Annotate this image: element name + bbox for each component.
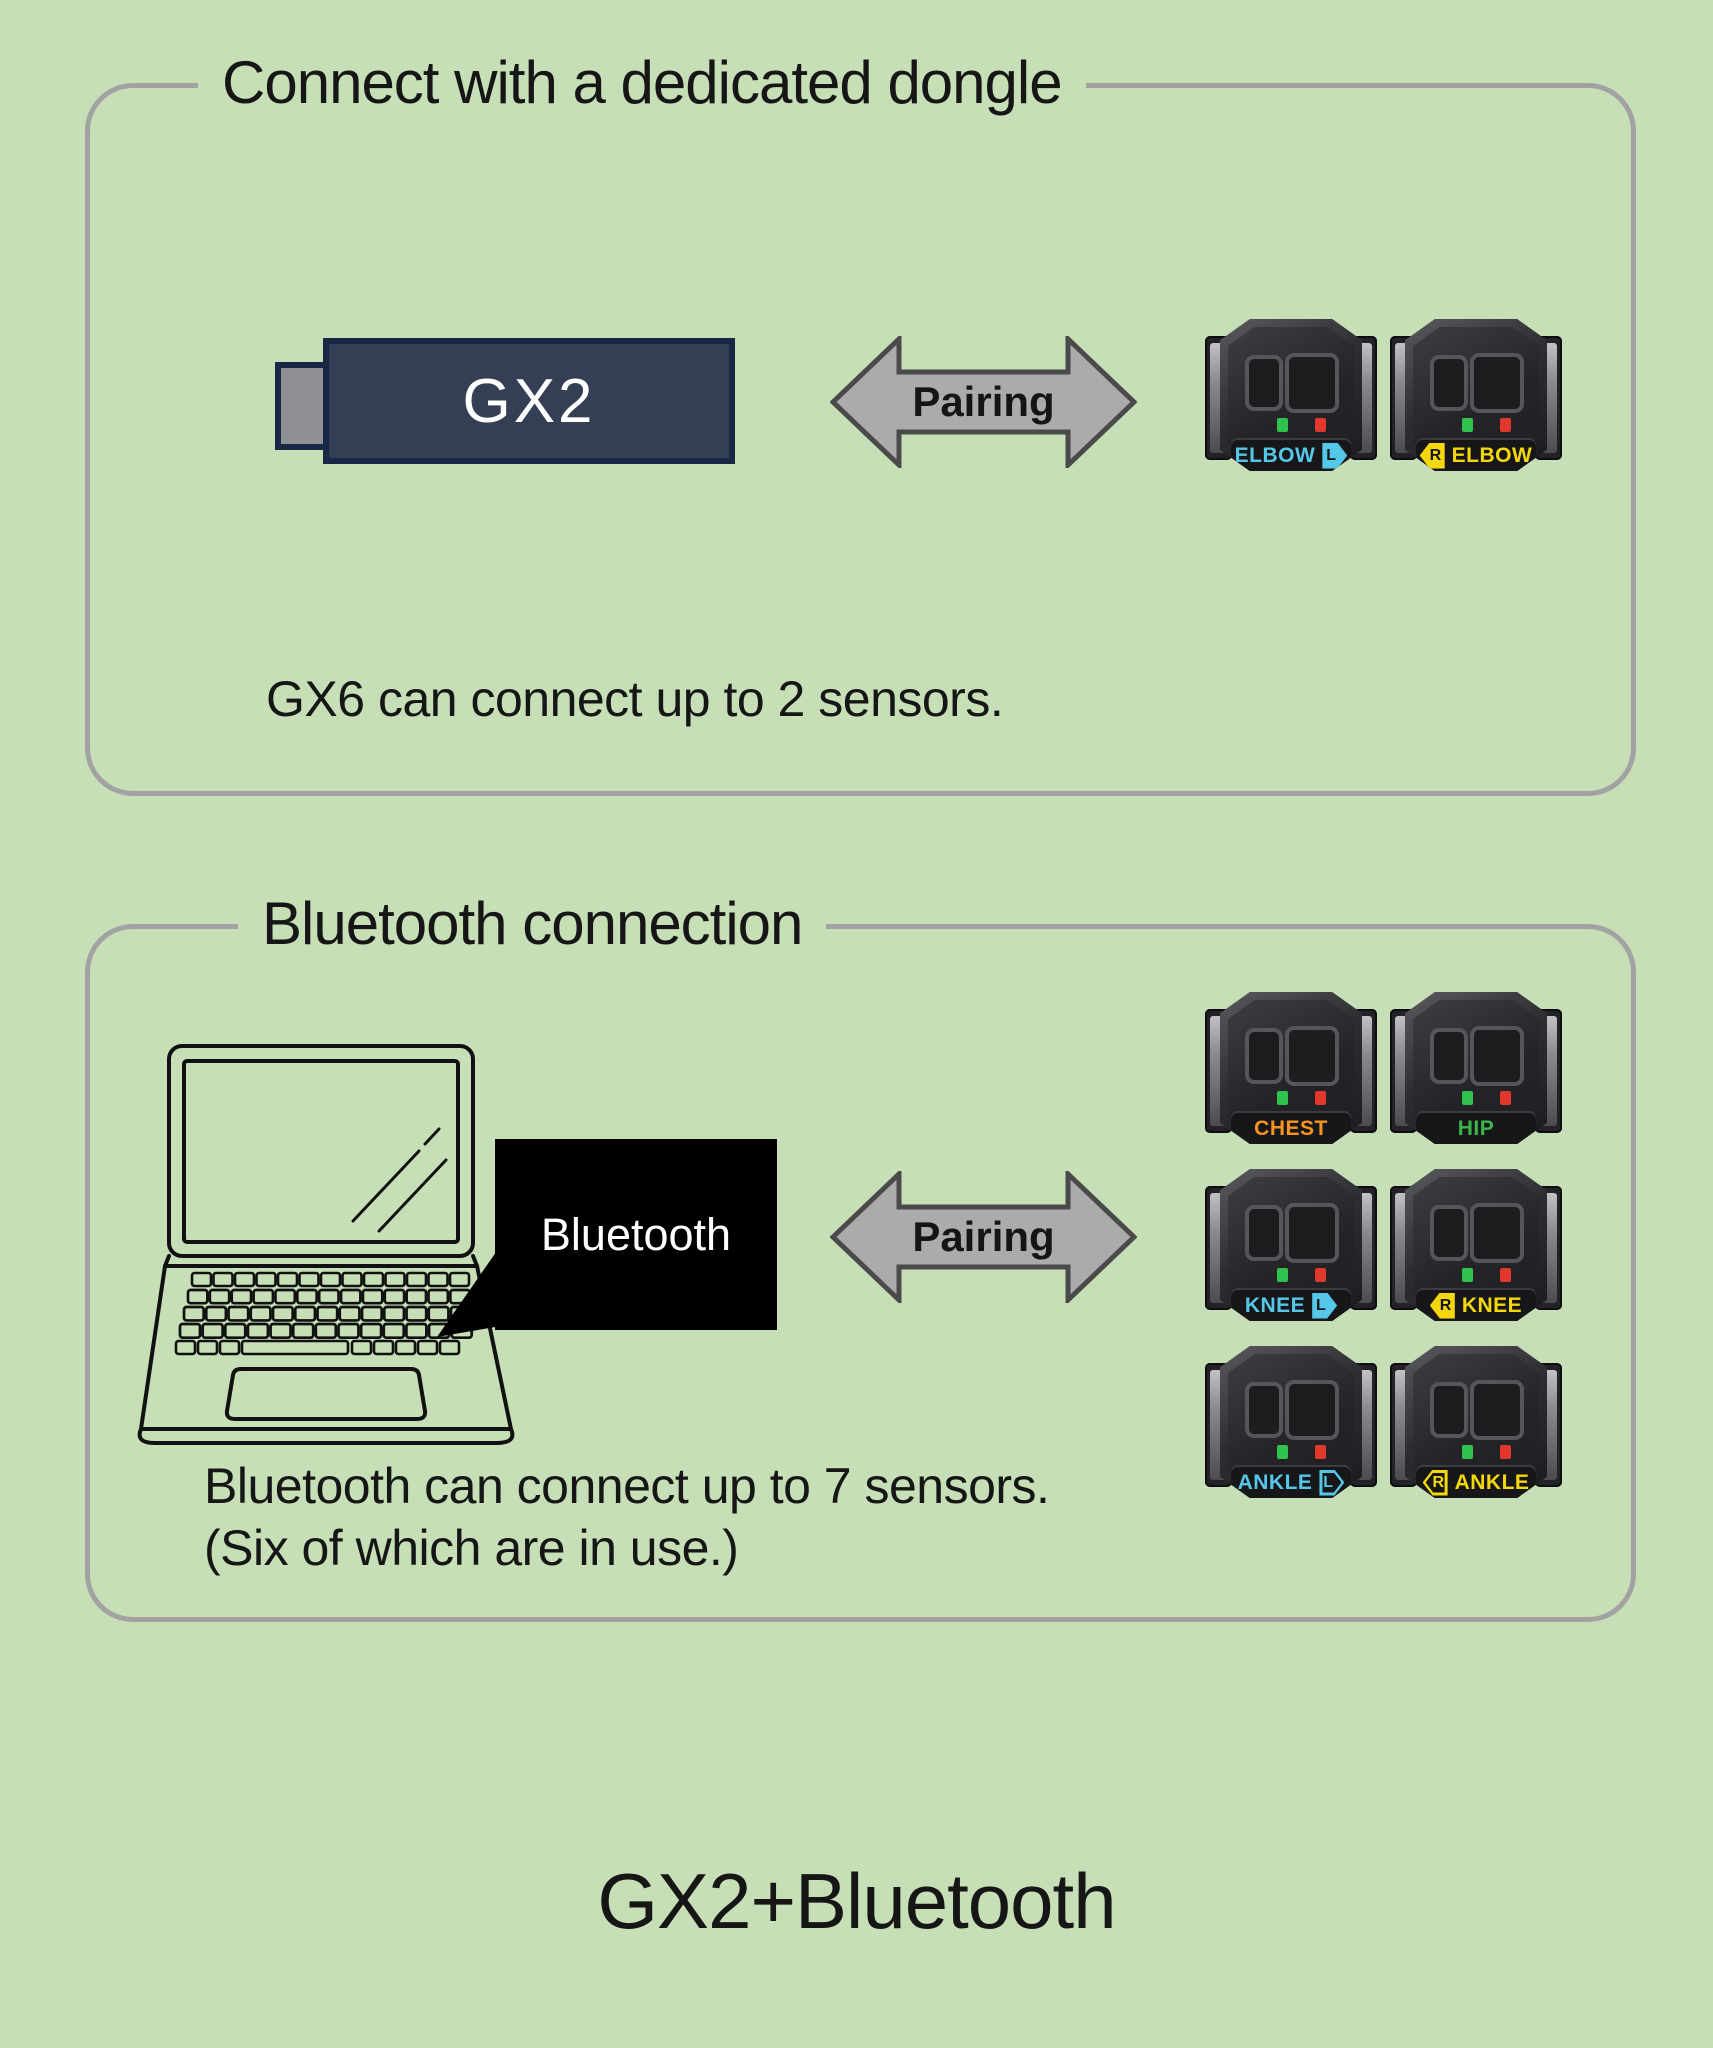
dongle-section-title: Connect with a dedicated dongle: [198, 48, 1086, 118]
sensor-elbow-left: ELBOW L: [1205, 318, 1377, 480]
right-arrow-badge: R: [1429, 1292, 1455, 1319]
sensor-label: ANKLE: [1454, 1471, 1530, 1494]
sensor-label-plate: R ANKLE: [1416, 1465, 1536, 1498]
bluetooth-speech-bubble: Bluetooth: [495, 1139, 777, 1330]
sensor-label-plate: HIP: [1416, 1111, 1536, 1144]
bluetooth-caption-line2: (Six of which are in use.): [204, 1520, 739, 1576]
sensor-window: [1430, 1028, 1468, 1084]
bluetooth-caption: Bluetooth can connect up to 7 sensors. (…: [204, 1455, 1050, 1579]
sensor-body: R ELBOW: [1405, 319, 1547, 471]
sensor-label: KNEE: [1244, 1294, 1306, 1317]
keyboard-keys: [174, 1273, 472, 1356]
pairing-label: Pairing: [912, 378, 1055, 425]
bluetooth-section-box: [85, 924, 1636, 1622]
sensor-window: [1430, 355, 1468, 411]
sensor-label: ELBOW: [1234, 444, 1316, 467]
left-arrow-badge: L: [1312, 1292, 1338, 1319]
sensor-window: [1285, 1380, 1339, 1440]
green-led: [1277, 1445, 1288, 1459]
sensor-label: CHEST: [1254, 1117, 1328, 1140]
sensor-window: [1285, 1026, 1339, 1086]
dongle-caption: GX6 can connect up to 2 sensors.: [266, 671, 1004, 727]
sensor-ankle-left: ANKLE L: [1205, 1345, 1377, 1507]
sensor-window: [1470, 1203, 1524, 1263]
sensor-label-plate: R ELBOW: [1416, 438, 1536, 471]
sensor-label-plate: ANKLE L: [1231, 1465, 1351, 1498]
right-arrow-badge: R: [1422, 1469, 1448, 1496]
sensor-body: ANKLE L: [1220, 1346, 1362, 1498]
laptop-icon: [137, 1044, 515, 1445]
sensor-label-plate: KNEE L: [1231, 1288, 1351, 1321]
sensor-label: KNEE: [1461, 1294, 1523, 1317]
red-led: [1315, 1445, 1326, 1459]
sensor-label-plate: CHEST: [1231, 1111, 1351, 1144]
sensor-body: KNEE L: [1220, 1169, 1362, 1321]
sensor-window: [1430, 1205, 1468, 1261]
green-led: [1462, 1268, 1473, 1282]
page-title: GX2+Bluetooth: [597, 1857, 1116, 1945]
green-led: [1277, 1091, 1288, 1105]
sensor-body: ELBOW L: [1220, 319, 1362, 471]
sensor-window: [1245, 1028, 1283, 1084]
sensor-chest: CHEST: [1205, 991, 1377, 1153]
green-led: [1462, 418, 1473, 432]
pairing-label: Pairing: [912, 1213, 1055, 1260]
red-led: [1500, 1268, 1511, 1282]
double-arrow-icon: [830, 1171, 1137, 1303]
left-arrow-badge: L: [1322, 442, 1348, 469]
pairing-arrow-bluetooth: Pairing: [830, 1171, 1137, 1303]
green-led: [1277, 418, 1288, 432]
sensor-label: ANKLE: [1237, 1471, 1313, 1494]
red-led: [1500, 1091, 1511, 1105]
sensor-label-plate: R KNEE: [1416, 1288, 1536, 1321]
sensor-label-plate: ELBOW L: [1231, 438, 1351, 471]
left-arrow-badge: L: [1319, 1469, 1345, 1496]
gx2-dongle-label: GX2: [462, 366, 596, 436]
green-led: [1277, 1268, 1288, 1282]
sensor-window: [1245, 355, 1283, 411]
sensor-body: HIP: [1405, 992, 1547, 1144]
red-led: [1315, 418, 1326, 432]
bluetooth-caption-line1: Bluetooth can connect up to 7 sensors.: [204, 1458, 1050, 1514]
sensor-window: [1245, 1382, 1283, 1438]
sensor-ankle-right: R ANKLE: [1390, 1345, 1562, 1507]
green-led: [1462, 1091, 1473, 1105]
sensor-label: HIP: [1457, 1117, 1495, 1140]
sensor-window: [1285, 353, 1339, 413]
sensor-window: [1470, 1380, 1524, 1440]
sensor-hip: HIP: [1390, 991, 1562, 1153]
sensor-window: [1245, 1205, 1283, 1261]
sensor-body: R ANKLE: [1405, 1346, 1547, 1498]
red-led: [1500, 1445, 1511, 1459]
double-arrow-icon: [830, 336, 1137, 468]
red-led: [1315, 1091, 1326, 1105]
sensor-elbow-right: R ELBOW: [1390, 318, 1562, 480]
right-arrow-badge: R: [1419, 442, 1445, 469]
sensor-label: ELBOW: [1451, 444, 1533, 467]
sensor-body: R KNEE: [1405, 1169, 1547, 1321]
sensor-knee-left: KNEE L: [1205, 1168, 1377, 1330]
sensor-window: [1470, 1026, 1524, 1086]
sensor-window: [1430, 1382, 1468, 1438]
green-led: [1462, 1445, 1473, 1459]
sensor-knee-right: R KNEE: [1390, 1168, 1562, 1330]
sensor-window: [1285, 1203, 1339, 1263]
red-led: [1315, 1268, 1326, 1282]
red-led: [1500, 418, 1511, 432]
sensor-window: [1470, 353, 1524, 413]
bluetooth-section-title: Bluetooth connection: [238, 889, 827, 959]
sensor-body: CHEST: [1220, 992, 1362, 1144]
bluetooth-bubble-label: Bluetooth: [540, 1208, 732, 1260]
gx2-dongle: GX2: [323, 338, 735, 464]
pairing-arrow-dongle: Pairing: [830, 336, 1137, 468]
